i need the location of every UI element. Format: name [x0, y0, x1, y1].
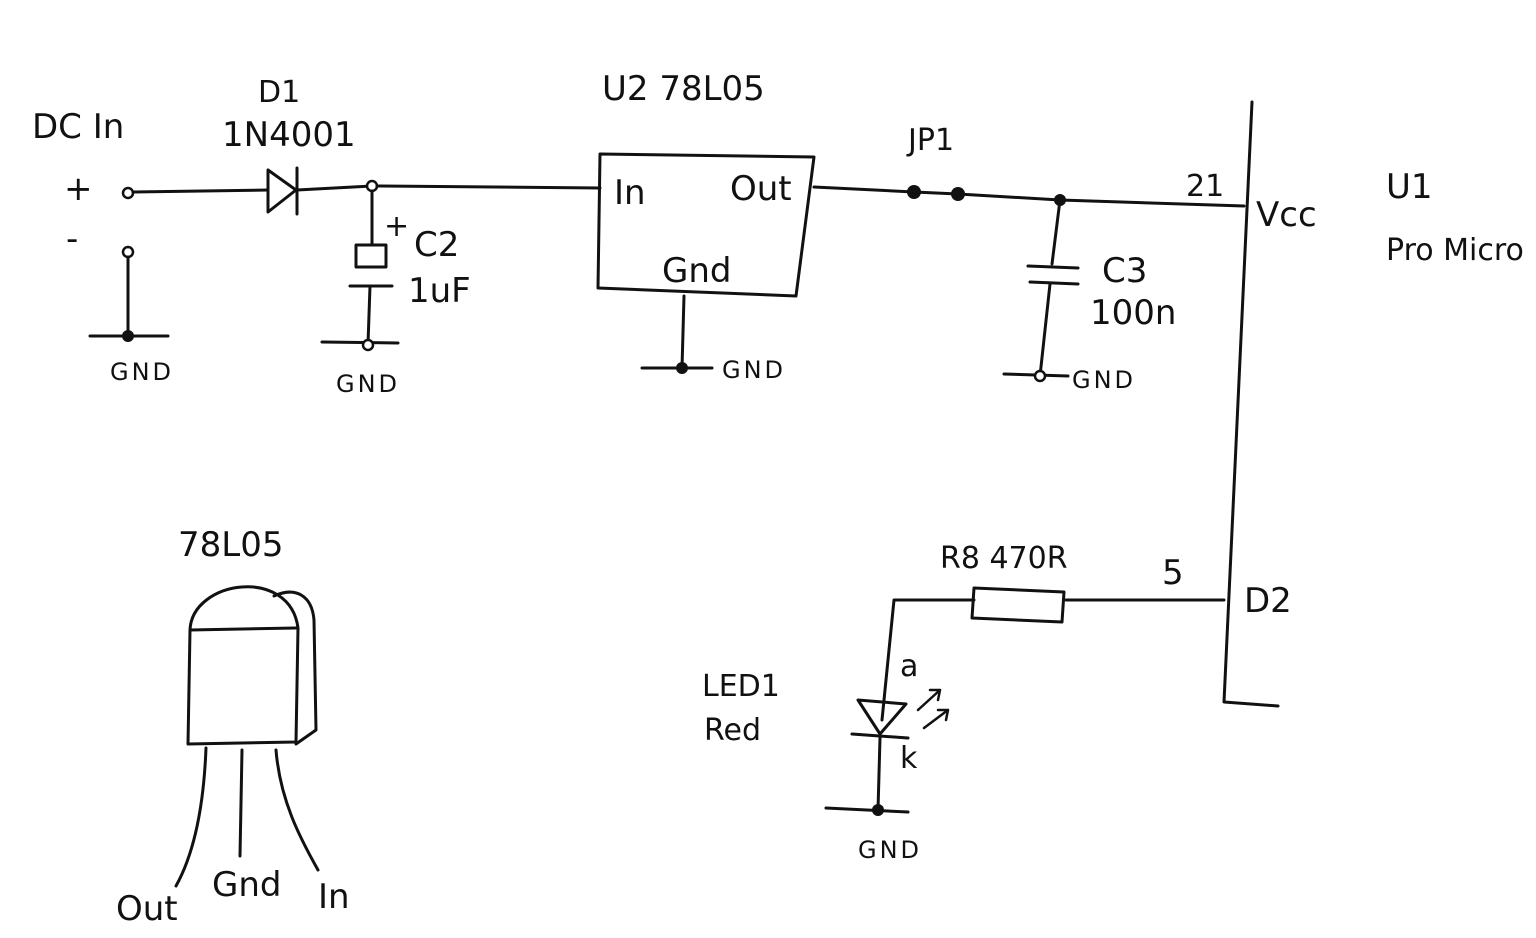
package-pin-gnd — [238, 748, 244, 858]
d1-ref-label: D1 — [258, 75, 300, 110]
c3-gnd-node — [1033, 369, 1047, 383]
package-out-label: Out — [116, 889, 178, 929]
pin21-label: 21 — [1186, 169, 1224, 204]
u2-out-label: Out — [730, 169, 792, 209]
c3-plate-top — [1026, 264, 1080, 270]
c3-gnd-label: GND — [1072, 366, 1136, 394]
wire-c3-to-vcc — [1058, 198, 1246, 208]
u1-name-label: Pro Micro — [1386, 233, 1524, 268]
c2-value-label: 1uF — [408, 271, 471, 311]
jp1-label: JP1 — [906, 123, 954, 158]
capacitor-c2: + C2 1uF GND — [320, 179, 471, 398]
led-anode-label: a — [900, 649, 918, 684]
led-gnd-junction — [872, 804, 884, 816]
d1-value-label: 1N4001 — [222, 115, 356, 155]
dc-plus-terminal — [121, 186, 135, 200]
resistor-r8: R8 470R — [880, 541, 1226, 722]
c3-bottom-wire — [1038, 282, 1052, 378]
u1-vcc-label: Vcc — [1256, 195, 1317, 235]
dc-gnd-label: GND — [110, 358, 174, 386]
u1-d2-label: D2 — [1244, 581, 1292, 621]
led-led1: LED1 Red a k GND — [702, 649, 950, 864]
package-pin-in — [274, 748, 320, 872]
wire-c2-to-u2 — [375, 184, 602, 190]
wire-d1-to-c2 — [295, 184, 374, 192]
jumper-jp1: JP1 — [812, 123, 1062, 202]
c2-gnd-label: GND — [336, 370, 400, 398]
c2-ref-label: C2 — [414, 225, 459, 265]
led-bar — [850, 732, 910, 740]
u2-body — [596, 152, 816, 298]
package-body-front — [186, 585, 300, 746]
led-gnd-label: GND — [858, 836, 922, 864]
package-front-edge — [188, 626, 298, 632]
c2-body — [354, 243, 388, 269]
package-in-label: In — [318, 877, 350, 917]
u2-in-label: In — [614, 173, 646, 213]
u2-gnd-junction — [676, 362, 688, 374]
u2-gnd-label: Gnd — [662, 251, 731, 291]
package-body-side — [272, 590, 318, 746]
led-emission-arrow-1 — [916, 688, 942, 712]
dc-gnd-junction — [122, 330, 134, 342]
u2-gnd-net-label: GND — [722, 356, 786, 384]
led-triangle — [856, 698, 908, 736]
package-gnd-label: Gnd — [212, 865, 281, 905]
jp1-bridge — [912, 190, 960, 196]
package-title-label: 78L05 — [178, 525, 283, 565]
c3-ref-label: C3 — [1102, 251, 1147, 291]
c2-bottom-wire — [366, 284, 372, 346]
led-cathode-label: k — [900, 741, 918, 776]
package-pin-out — [174, 746, 208, 888]
u1-body-edge — [1222, 100, 1280, 708]
dc-in-label: DC In — [32, 107, 124, 147]
c3-top-wire — [1050, 198, 1062, 266]
wire-jp1-to-c3 — [956, 192, 1062, 202]
dc-minus-label: - — [66, 219, 78, 259]
d1-triangle — [266, 168, 298, 214]
wire-r8-to-led — [880, 598, 976, 722]
package-78l05: 78L05 Out Gnd In — [116, 525, 350, 929]
led-emission-arrow-2 — [922, 708, 950, 730]
dc-input: DC In + - GND — [32, 107, 174, 386]
wire-dcin-to-d1 — [131, 188, 270, 194]
r8-body — [970, 586, 1066, 624]
wire-u2-to-jp1 — [812, 185, 916, 194]
led-gnd-wire — [876, 736, 882, 812]
u2-title-label: U2 78L05 — [602, 69, 765, 109]
u1-ref-label: U1 — [1386, 167, 1433, 207]
pin5-label: 5 — [1162, 553, 1184, 593]
c2-plus-label: + — [384, 209, 409, 244]
led-ref-label: LED1 — [702, 669, 780, 704]
u2-gnd-wire — [680, 294, 686, 370]
led-gnd-rail — [824, 806, 910, 814]
c2-gnd-rail — [320, 340, 400, 345]
led-color-label: Red — [704, 713, 761, 748]
dc-plus-label: + — [64, 169, 93, 209]
c2-gnd-node — [361, 338, 375, 352]
c3-value-label: 100n — [1090, 293, 1176, 333]
diode-d1: D1 1N4001 — [131, 75, 374, 216]
r8-label: R8 470R — [940, 541, 1068, 576]
mcu-u1: 21 Vcc U1 Pro Micro D2 5 — [1058, 100, 1524, 708]
capacitor-c3: C3 100n GND — [1002, 194, 1176, 394]
c3-plate-bottom — [1028, 280, 1080, 286]
regulator-u2: U2 78L05 In Out Gnd GND — [375, 69, 816, 384]
